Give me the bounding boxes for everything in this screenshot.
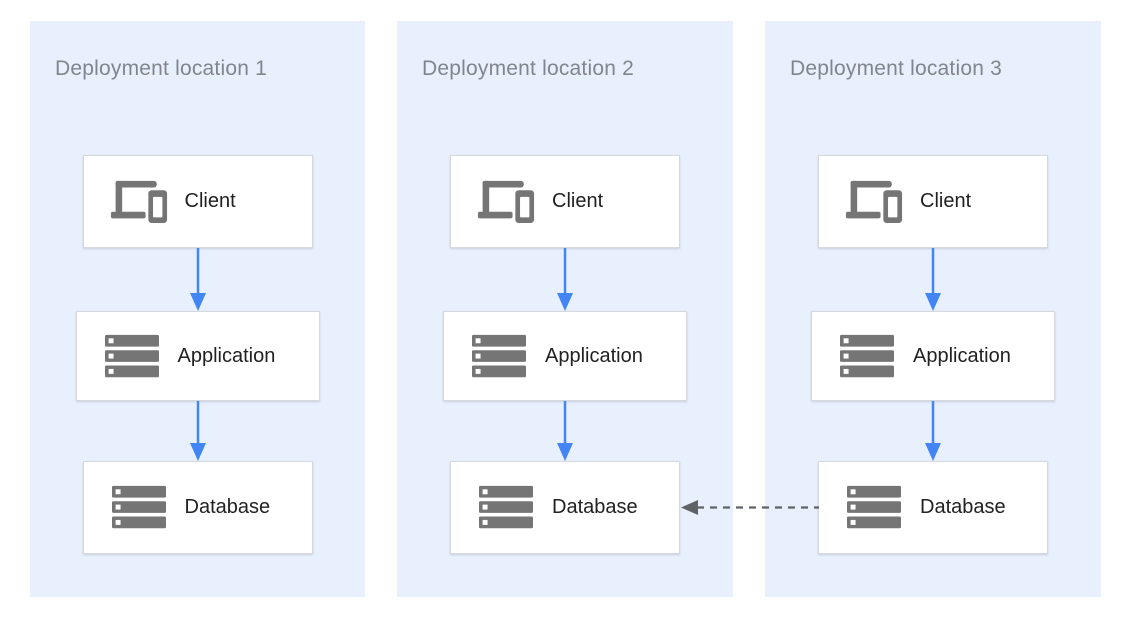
database-node: Database: [450, 461, 680, 554]
down-arrow-icon: [925, 401, 941, 461]
node-label: Database: [920, 496, 1006, 518]
node-label: Client: [552, 190, 604, 212]
node-label: Database: [552, 496, 638, 518]
servers-icon: [838, 334, 896, 379]
servers-icon: [470, 334, 528, 379]
client-node: Client: [818, 155, 1048, 248]
database-node: Database: [818, 461, 1048, 554]
application-node: Application: [811, 311, 1055, 401]
database-node: Database: [82, 461, 313, 554]
node-label: Client: [920, 190, 972, 212]
servers-icon: [845, 485, 903, 530]
application-node: Application: [75, 311, 320, 401]
node-label: Application: [177, 344, 276, 367]
down-arrow-icon: [925, 248, 941, 311]
down-arrow-icon: [189, 248, 206, 311]
servers-icon: [103, 334, 161, 379]
node-label: Client: [184, 190, 236, 212]
client-node: Client: [82, 155, 313, 248]
panel-title: Deployment location 3: [790, 57, 1002, 80]
node-label: Application: [545, 344, 643, 367]
dashed-left-arrow-icon: [681, 500, 819, 515]
application-node: Application: [443, 311, 687, 401]
node-label: Application: [913, 344, 1011, 367]
devices-icon: [110, 179, 168, 224]
down-arrow-icon: [557, 248, 573, 311]
down-arrow-icon: [557, 401, 573, 461]
deployment-location-3-panel: Deployment location 3 Client Application…: [765, 21, 1101, 597]
client-node: Client: [450, 155, 680, 248]
servers-icon: [110, 485, 168, 530]
deployment-location-2-panel: Deployment location 2 Client Application…: [397, 21, 733, 597]
panel-title: Deployment location 2: [422, 57, 634, 80]
servers-icon: [477, 485, 535, 530]
down-arrow-icon: [189, 401, 206, 461]
node-label: Database: [184, 496, 271, 518]
deployment-location-1-panel: Deployment location 1 Client Application…: [30, 21, 365, 597]
devices-icon: [477, 179, 535, 224]
devices-icon: [845, 179, 903, 224]
panel-title: Deployment location 1: [55, 57, 267, 80]
